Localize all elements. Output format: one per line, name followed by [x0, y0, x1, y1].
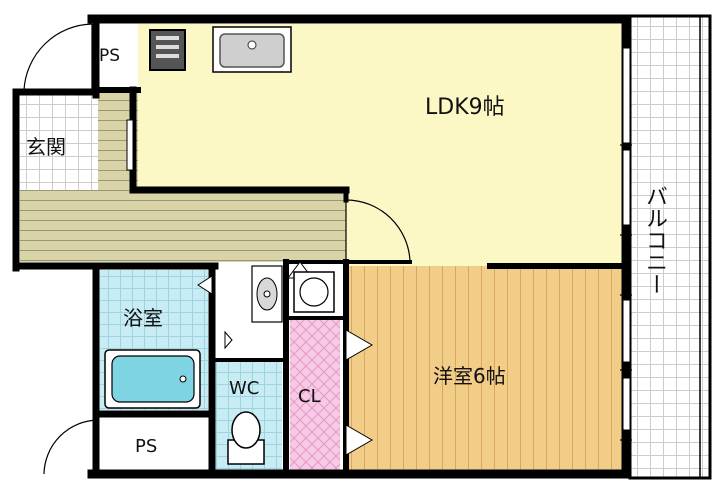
- window-3: [622, 299, 631, 363]
- window-2: [622, 149, 631, 226]
- washbasin: [251, 265, 283, 323]
- ps-top-box: [98, 24, 133, 90]
- western-sliding-doors: [224, 261, 374, 456]
- wc-label: WC: [229, 378, 260, 399]
- balcony-label: バルコニー: [642, 185, 667, 295]
- ldk-floor: [138, 24, 622, 266]
- ldk-label: LDK9帖: [425, 95, 505, 120]
- kitchen-sink: [212, 26, 292, 73]
- window-marks: [620, 139, 632, 441]
- kitchen-stove: [149, 29, 186, 71]
- closet-label: CL: [298, 386, 321, 407]
- bath-label: 浴室: [123, 306, 163, 330]
- balcony: [628, 14, 712, 480]
- ldk-door: [345, 199, 411, 263]
- toilet: [227, 411, 265, 465]
- washing-machine: [293, 271, 335, 313]
- window-4: [622, 377, 631, 431]
- ps-bottom-box: [98, 420, 208, 470]
- entrance-floor: [20, 95, 98, 190]
- window-1: [622, 47, 631, 144]
- entrance-label: 玄関: [26, 135, 66, 159]
- ps-top-label: PS: [99, 46, 121, 66]
- bathtub: [104, 349, 201, 409]
- closet-floor: [290, 318, 340, 470]
- ps-bottom-label: PS: [135, 436, 158, 457]
- western-room-floor: [346, 266, 622, 470]
- entrance-door: [23, 23, 93, 91]
- ps-door-bottom: [43, 419, 99, 475]
- western-room-label: 洋室6帖: [433, 364, 506, 388]
- hall-door-marker: [126, 119, 213, 295]
